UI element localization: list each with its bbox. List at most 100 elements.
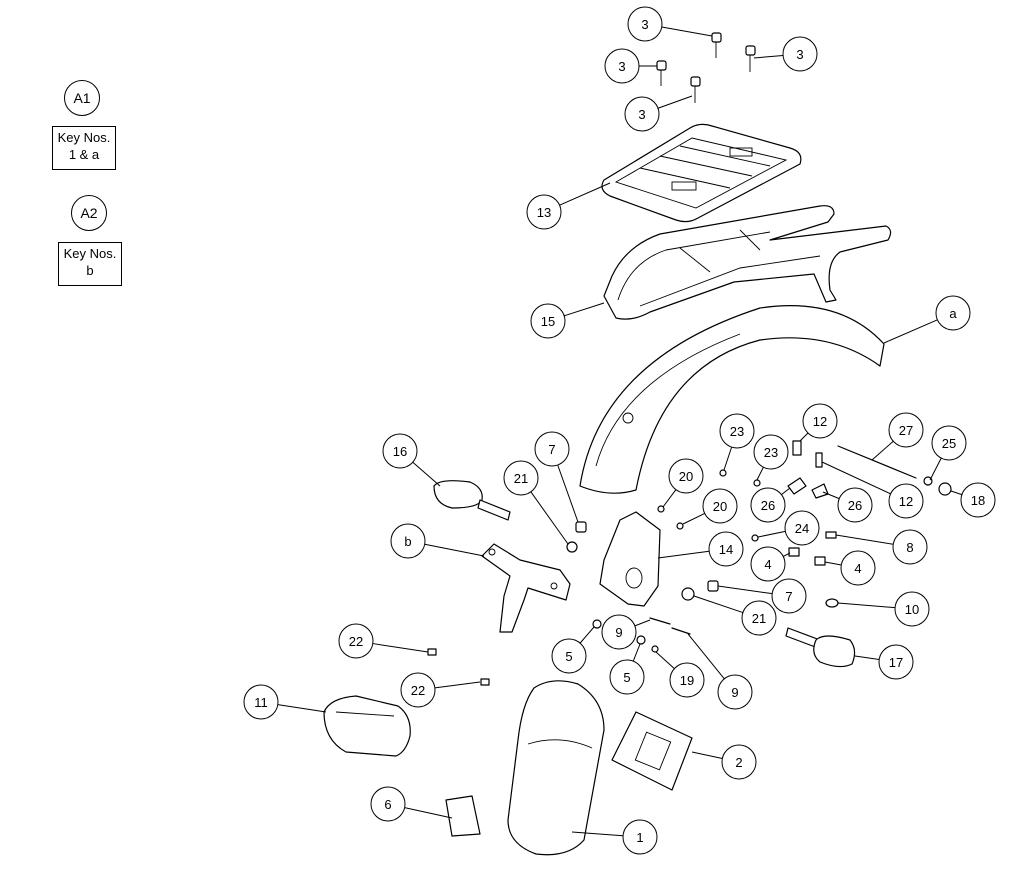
callout-19: 19 bbox=[655, 651, 705, 698]
callout-number: 4 bbox=[764, 557, 771, 572]
callout-number: 5 bbox=[623, 670, 630, 685]
callout-number: 11 bbox=[254, 695, 268, 710]
callout-leader-line bbox=[871, 440, 894, 461]
callout-circle bbox=[551, 638, 587, 674]
part-11-tail-light bbox=[323, 695, 411, 757]
callout-18: 18 bbox=[950, 482, 996, 518]
callout-circle bbox=[400, 672, 436, 708]
callout-number: a bbox=[949, 306, 957, 321]
callout-26-right: 26 bbox=[822, 487, 873, 523]
part-14-mounting-bracket bbox=[599, 511, 661, 607]
callout-23-top: 23 bbox=[719, 413, 755, 471]
callout-2: 2 bbox=[691, 744, 757, 780]
callout-circle bbox=[892, 529, 928, 565]
callout-leader-line bbox=[757, 530, 786, 538]
callout-leader-line bbox=[753, 54, 784, 59]
callout-leader-line bbox=[883, 319, 938, 344]
callout-circle bbox=[750, 487, 786, 523]
callout-circle bbox=[702, 488, 738, 524]
callout-circle bbox=[960, 482, 996, 518]
legend-a1-circle: A1 bbox=[64, 80, 100, 116]
callout-25: 25 bbox=[929, 425, 967, 481]
callout-3-lower: 3 bbox=[624, 95, 693, 132]
callout-circle bbox=[669, 662, 705, 698]
callout-circle bbox=[931, 425, 967, 461]
callout-circle bbox=[784, 510, 820, 546]
callout-leader-line bbox=[571, 831, 624, 837]
callout-number: 6 bbox=[384, 797, 391, 812]
callout-circle bbox=[840, 550, 876, 586]
callout-leader-line bbox=[434, 681, 481, 689]
callout-13: 13 bbox=[526, 182, 611, 230]
callout-circle bbox=[604, 48, 640, 84]
callout-leader-line bbox=[655, 651, 675, 669]
callout-26-left: 26 bbox=[750, 487, 791, 523]
callout-20-mid: 20 bbox=[682, 488, 738, 525]
legend-a2-box: Key Nos. b bbox=[58, 242, 122, 286]
callout-leader-line bbox=[929, 457, 942, 481]
callout-circle bbox=[802, 403, 838, 439]
legend-a2-circle: A2 bbox=[71, 195, 107, 231]
callout-number: 12 bbox=[899, 494, 913, 509]
callout-number: 20 bbox=[713, 499, 727, 514]
callout-number: 18 bbox=[971, 493, 985, 508]
callout-leader-line bbox=[781, 487, 791, 496]
callout-12-low: 12 bbox=[821, 461, 924, 519]
callout-leader-line bbox=[530, 491, 569, 545]
callout-5-top: 5 bbox=[551, 626, 595, 674]
callout-circle bbox=[717, 674, 753, 710]
callout-number: 13 bbox=[537, 205, 551, 220]
part-16-turn-signal bbox=[433, 480, 511, 521]
part-13-luggage-rack bbox=[601, 123, 802, 223]
callout-number: 12 bbox=[813, 414, 827, 429]
callout-number: 9 bbox=[731, 685, 738, 700]
callout-24: 24 bbox=[757, 510, 820, 546]
callout-number: 25 bbox=[942, 436, 956, 451]
legend-a1-box-line2: 1 & a bbox=[68, 147, 100, 162]
callout-number: 21 bbox=[752, 611, 766, 626]
callout-leader-line bbox=[657, 95, 693, 109]
callout-number: b bbox=[404, 534, 411, 549]
callout-leader-line bbox=[632, 643, 641, 662]
callout-circle bbox=[338, 623, 374, 659]
callout-leader-line bbox=[821, 461, 891, 495]
callout-3-top: 3 bbox=[627, 6, 713, 42]
part-3-bolts bbox=[656, 32, 756, 103]
callout-leader-line bbox=[799, 432, 809, 442]
callout-number: 22 bbox=[349, 634, 363, 649]
callout-circle bbox=[622, 819, 658, 855]
callout-circle bbox=[721, 744, 757, 780]
callout-leader-line bbox=[822, 491, 840, 500]
callout-circle bbox=[627, 6, 663, 42]
callout-leader-line bbox=[657, 550, 710, 559]
callout-number: 26 bbox=[848, 498, 862, 513]
callout-number: 4 bbox=[854, 561, 861, 576]
callout-4-right: 4 bbox=[824, 550, 876, 586]
callout-circle bbox=[708, 531, 744, 567]
callout-circle bbox=[782, 36, 818, 72]
callout-leader-line bbox=[691, 751, 723, 759]
callout-16: 16 bbox=[382, 433, 441, 487]
callout-number: 22 bbox=[411, 683, 425, 698]
callout-11: 11 bbox=[243, 684, 327, 720]
part-17-turn-signal bbox=[785, 627, 856, 668]
callout-8: 8 bbox=[835, 529, 928, 565]
callout-number: 26 bbox=[761, 498, 775, 513]
callout-circle bbox=[894, 591, 930, 627]
callout-number: 2 bbox=[735, 755, 742, 770]
callout-number: 5 bbox=[565, 649, 572, 664]
callout-circle bbox=[390, 523, 426, 559]
callout-27: 27 bbox=[871, 412, 924, 461]
callout-number: 15 bbox=[541, 314, 555, 329]
callout-leader-line bbox=[557, 464, 579, 523]
callout-leader-line bbox=[634, 619, 651, 627]
callout-circle bbox=[609, 659, 645, 695]
callout-leader-line bbox=[835, 534, 894, 545]
part-1-fender-extension bbox=[507, 680, 605, 856]
callout-5-low: 5 bbox=[609, 643, 645, 695]
legend-a1-box: Key Nos. 1 & a bbox=[52, 126, 116, 170]
callout-4-left: 4 bbox=[750, 546, 791, 582]
callout-3-right: 3 bbox=[753, 36, 818, 72]
